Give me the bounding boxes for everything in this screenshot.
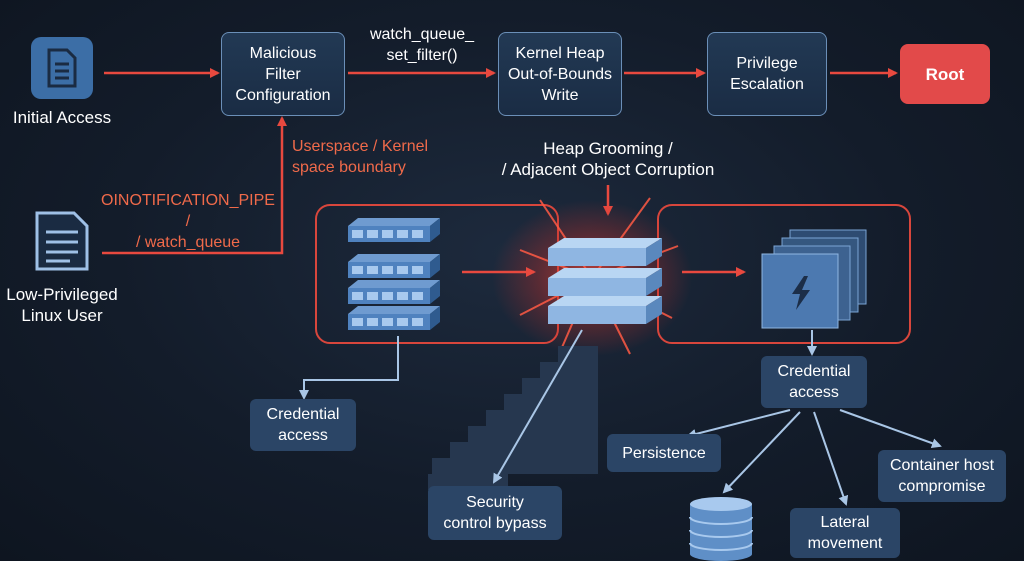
kernel-heap-box: Kernel Heap Out-of-Bounds Write — [498, 32, 622, 116]
credential-access-right: Credential access — [761, 356, 867, 408]
arrow-cred-to-persistence — [686, 409, 791, 439]
arrow-slabs-to-credential — [299, 336, 399, 400]
bolt-icon — [792, 276, 810, 310]
credential-access-left: Credential access — [250, 399, 356, 451]
credential-card-stack — [761, 229, 867, 329]
document-icon — [31, 37, 93, 99]
heap-grooming-label: Heap Grooming / / Adjacent Object Corrup… — [501, 139, 715, 179]
root-box: Root — [900, 44, 990, 104]
privilege-escalation-box: Privilege Escalation — [707, 32, 827, 116]
arrow-corruption-to-bypass — [492, 329, 583, 484]
pipe-label: OINOTIFICATION_PIPE / / watch_queue — [101, 192, 275, 251]
security-bypass-box: Security control bypass — [428, 486, 562, 540]
lateral-movement-box: Lateral movement — [790, 508, 900, 558]
syscall-label: watch_queue_ set_filter() — [369, 26, 475, 64]
arrow-cred-to-database — [722, 411, 801, 494]
initial-access-label: Initial Access — [12, 108, 112, 127]
user-document-icon — [34, 210, 90, 272]
malicious-filter-box: Malicious Filter Configuration — [221, 32, 345, 116]
staircase — [428, 346, 598, 490]
arrow-cred-to-lateral — [813, 411, 849, 506]
arrow-cred-to-container — [839, 409, 942, 448]
persistence-box: Persistence — [607, 434, 721, 472]
heap-slabs-left — [348, 218, 440, 330]
database-icon — [689, 497, 753, 561]
corrupted-slabs — [548, 238, 662, 324]
arrow-user-to-filter — [102, 116, 287, 255]
boundary-label: Userspace / Kernel space boundary — [292, 138, 429, 176]
low-priv-user-label: Low-Privileged Linux User — [6, 285, 118, 325]
container-host-box: Container host compromise — [878, 450, 1006, 502]
